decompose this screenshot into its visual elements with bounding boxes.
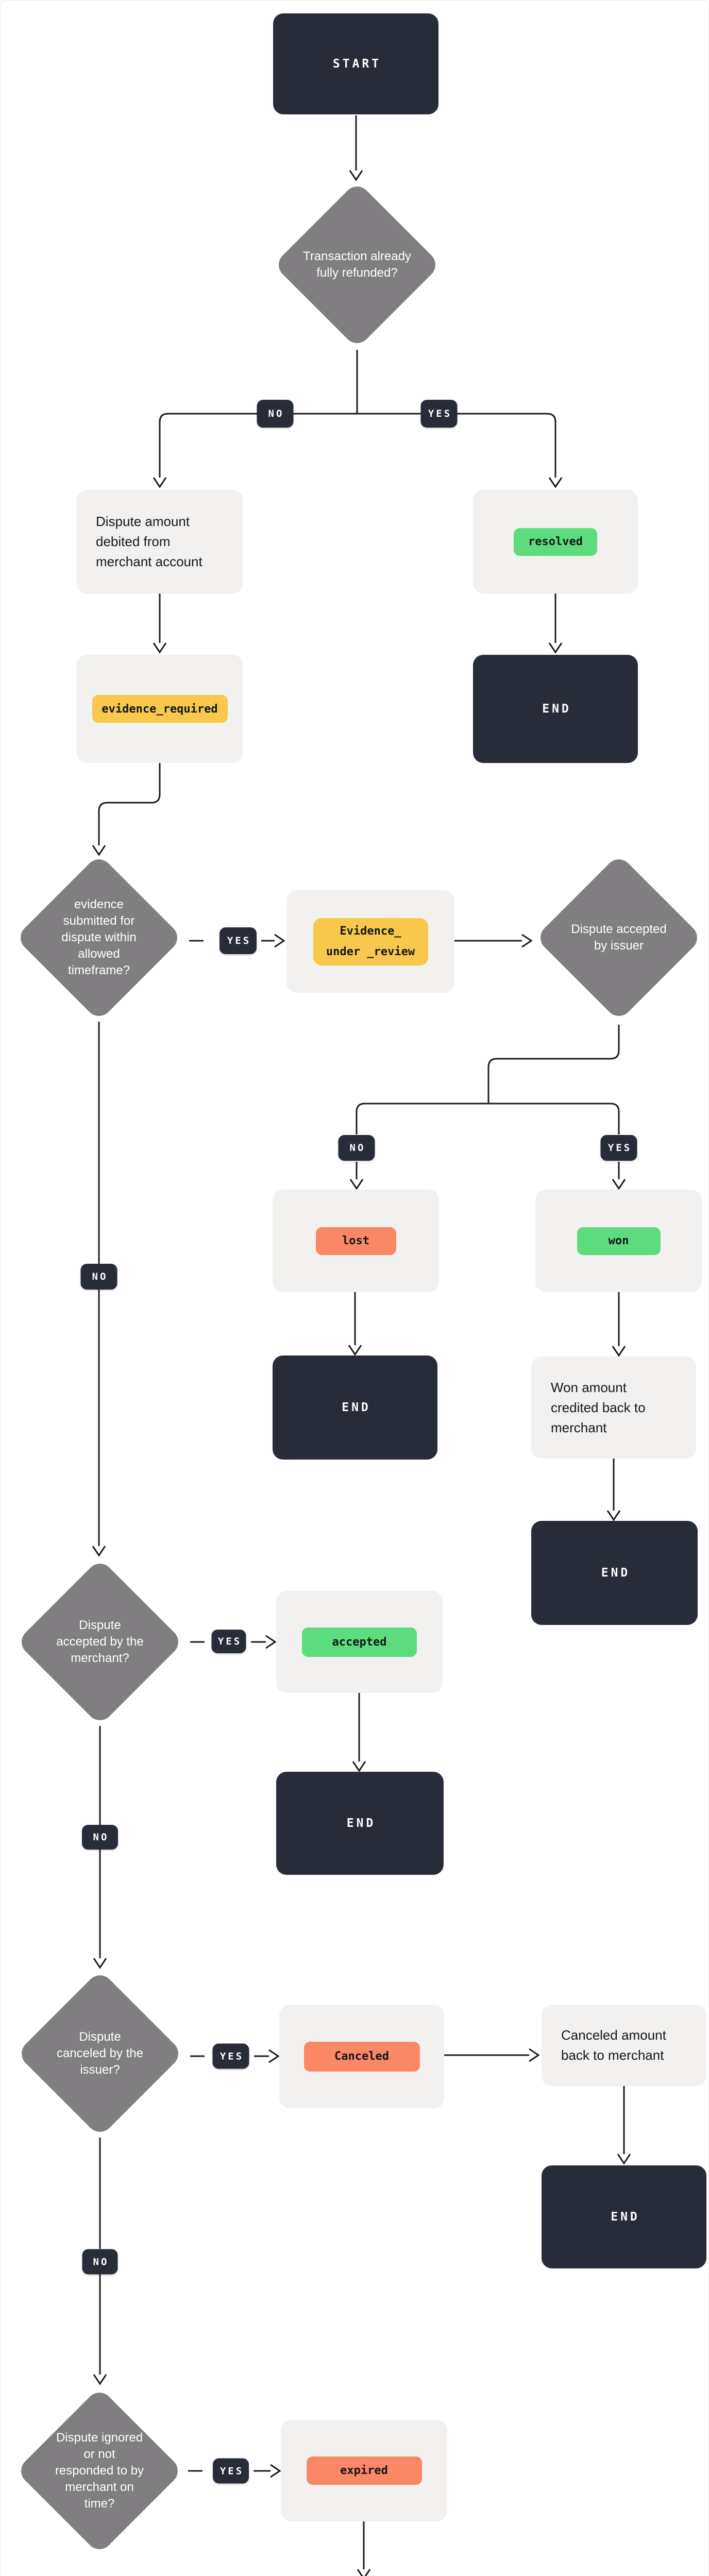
- decision-line: accepted by the: [56, 1635, 144, 1649]
- step-canceled-amount-back: Canceled amount back to merchant: [542, 2005, 706, 2086]
- step-line: merchant account: [96, 554, 202, 569]
- yes-label: YES: [227, 935, 251, 946]
- step-won-amount-credited: Won amount credited back to merchant: [531, 1357, 696, 1459]
- decision-line: canceled by the: [56, 2046, 144, 2060]
- start-node: START: [273, 13, 438, 114]
- connector-lines: [92, 115, 631, 2576]
- status-box-evidence-required: evidence_required: [76, 655, 243, 763]
- decision-line: Transaction already: [303, 249, 411, 263]
- decision-accepted-by-issuer: Dispute accepted by issuer: [535, 854, 703, 1022]
- decision-line: evidence: [74, 897, 124, 911]
- branch-yes-badge: YES: [600, 1135, 637, 1161]
- decision-line: Dispute accepted: [571, 922, 667, 936]
- status-badge-expired: expired: [306, 2456, 422, 2485]
- end-node-resolved: END: [473, 655, 638, 763]
- decision-line: allowed: [78, 947, 120, 961]
- decision-accepted-by-merchant: Dispute accepted by the merchant?: [16, 1558, 184, 1726]
- status-box-lost: lost: [273, 1190, 439, 1292]
- decision-evidence-submitted: evidence submitted for dispute within al…: [15, 854, 183, 1022]
- status-box-evidence-under-review: Evidence_ under _review: [286, 890, 454, 993]
- step-line: debited from: [96, 534, 171, 549]
- yes-label: YES: [220, 2465, 244, 2477]
- end-node-accepted: END: [276, 1772, 444, 1875]
- decision-line: Dispute ignored: [56, 2431, 143, 2445]
- step-line: back to merchant: [561, 2047, 664, 2063]
- yes-label: YES: [220, 2050, 244, 2062]
- status-badge-canceled: Canceled: [303, 2041, 420, 2072]
- step-line: credited back to: [551, 1399, 646, 1415]
- decision-line: Dispute: [79, 2030, 121, 2044]
- decision-line: or not: [83, 2447, 115, 2461]
- decision-line: submitted for: [63, 914, 135, 928]
- decision-line: by issuer: [594, 939, 644, 953]
- step-line: Won amount: [551, 1379, 627, 1395]
- end-node-canceled: END: [542, 2165, 706, 2268]
- step-dispute-debited: Dispute amount debited from merchant acc…: [76, 490, 243, 594]
- branch-no-badge: NO: [82, 1825, 118, 1850]
- decision-line: Dispute: [79, 1618, 121, 1632]
- step-line: merchant: [551, 1419, 607, 1435]
- yes-label: YES: [217, 1636, 242, 1647]
- yes-label: YES: [607, 1142, 632, 1154]
- decision-canceled-by-issuer: Dispute canceled by the issuer?: [16, 1970, 184, 2138]
- decision-line: fully refunded?: [316, 266, 398, 280]
- step-line: Dispute amount: [96, 514, 190, 529]
- decision-line: responded to by: [55, 2464, 144, 2478]
- status-badge-accepted: accepted: [302, 1627, 417, 1657]
- status-badge-won: won: [577, 1227, 661, 1255]
- branch-yes-badge: YES: [212, 2043, 249, 2069]
- decision-line: issuer?: [80, 2063, 120, 2077]
- branch-yes-badge: YES: [213, 2458, 249, 2484]
- decision-transaction-refunded: Transaction already fully refunded?: [273, 181, 441, 349]
- status-badge-lost: lost: [315, 1227, 396, 1255]
- end-label: END: [346, 1817, 376, 1830]
- status-badge-resolved: resolved: [514, 528, 597, 556]
- branch-yes-badge: YES: [220, 927, 257, 954]
- no-label: NO: [93, 1832, 109, 1843]
- badge-line: Evidence_: [340, 924, 401, 938]
- no-label: NO: [268, 408, 284, 419]
- status-box-expired: expired: [281, 2420, 447, 2521]
- status-box-canceled: Canceled: [279, 2005, 444, 2108]
- status-box-resolved: resolved: [473, 490, 638, 594]
- no-label: NO: [349, 1142, 366, 1154]
- branch-no-badge: NO: [338, 1135, 375, 1161]
- status-badge-evidence-under-review: Evidence_ under _review: [313, 918, 428, 965]
- decision-line: time?: [84, 2497, 115, 2511]
- decision-line: merchant on: [65, 2480, 134, 2494]
- decision-line: merchant?: [71, 1651, 129, 1665]
- decision-ignored-by-merchant: Dispute ignored or not responded to by m…: [15, 2387, 183, 2555]
- badge-line: under _review: [326, 945, 415, 958]
- end-label: END: [601, 1566, 631, 1580]
- end-label: END: [342, 1401, 371, 1414]
- status-badge-evidence-required: evidence_required: [92, 695, 228, 723]
- end-node-won: END: [531, 1521, 698, 1625]
- branch-no-badge: NO: [82, 2249, 118, 2275]
- yes-label: YES: [428, 408, 452, 419]
- no-label: NO: [92, 1271, 108, 1282]
- status-box-won: won: [535, 1190, 702, 1292]
- decision-line: dispute within: [61, 930, 137, 944]
- start-label: START: [332, 57, 382, 71]
- branch-no-badge: NO: [80, 1264, 117, 1290]
- branch-yes-badge: YES: [211, 1630, 246, 1653]
- step-line: Canceled amount: [561, 2027, 666, 2043]
- end-node-lost: END: [273, 1355, 437, 1460]
- end-label: END: [542, 702, 571, 716]
- no-label: NO: [93, 2256, 109, 2267]
- end-label: END: [611, 2210, 640, 2224]
- decision-line: timeframe?: [67, 963, 130, 977]
- status-box-accepted: accepted: [276, 1591, 443, 1693]
- branch-no-badge: NO: [257, 400, 294, 428]
- branch-yes-badge: YES: [420, 400, 458, 428]
